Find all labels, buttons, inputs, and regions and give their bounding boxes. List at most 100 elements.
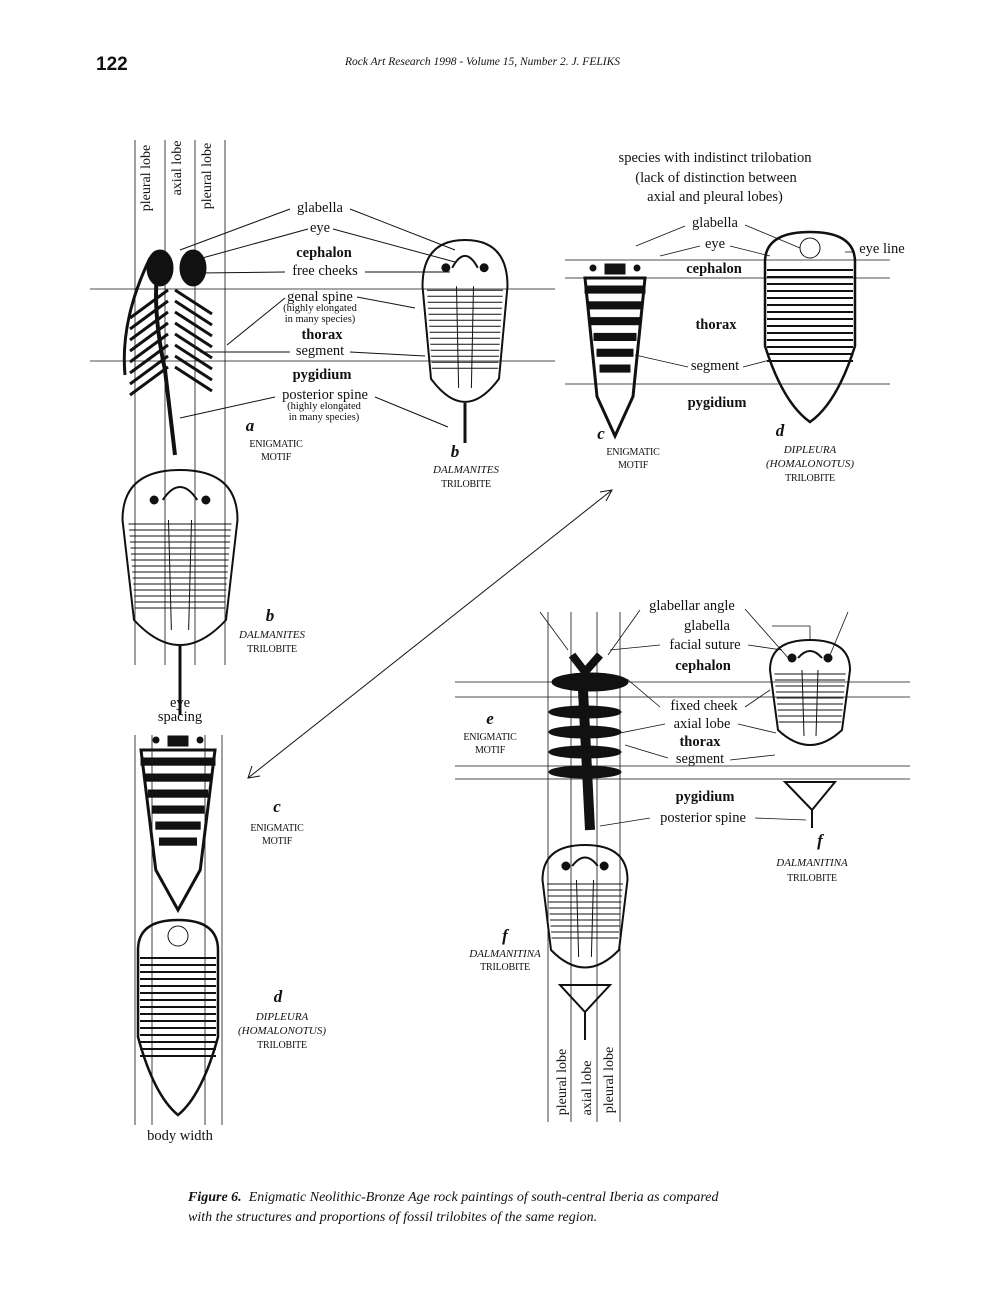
indistinct-line1: species with indistinct trilobation	[618, 150, 812, 166]
label-pygidium-3: pygidium	[675, 789, 735, 805]
motif-c-mid-eye	[196, 736, 204, 744]
trilobite-b-top-eye	[441, 263, 451, 273]
label-c-mid-line2: MOTIF	[261, 836, 293, 847]
motif-a-leg	[174, 310, 213, 338]
label-f-right-line1: DALMANITINA	[776, 857, 848, 869]
label-segment: segment	[295, 343, 345, 359]
label-segment-2: segment	[690, 358, 740, 374]
motif-a-leg	[129, 354, 169, 386]
label-b-mid-line2: TRILOBITE	[247, 644, 297, 655]
trilobite-d-top-glabella	[799, 237, 821, 259]
label-segment-3: segment	[675, 751, 725, 767]
indistinct-line3: axial and pleural lobes)	[647, 189, 783, 205]
trilobite-b-top-eye	[479, 263, 489, 273]
label-facial-suture: facial suture	[669, 637, 741, 653]
trilobite-f-left-axis	[576, 879, 580, 958]
caption-label: Figure 6.	[188, 1190, 242, 1205]
trilobite-d-mid-glabella	[167, 925, 189, 947]
label-d-top-line3: TRILOBITE	[785, 473, 835, 484]
label-letter-d-mid: d	[273, 987, 283, 1006]
motif-c-top	[583, 276, 647, 440]
label-posterior-spine-2: posterior spine	[660, 810, 746, 826]
trilobite-b-mid-eye	[149, 495, 159, 505]
motif-a-leg	[129, 288, 169, 320]
label-d-mid-line2: (HOMALONOTUS)	[238, 1025, 326, 1037]
caption-line2: with the structures and proportions of f…	[188, 1210, 598, 1225]
motif-a-leg	[174, 354, 213, 382]
label-eye-line: eye line	[859, 241, 905, 257]
trilobite-b-top-axis	[456, 286, 460, 389]
lobe-label-bottom-pleural-left: pleural lobe	[555, 1048, 570, 1116]
label-c-top-line2: MOTIF	[617, 460, 649, 471]
motif-a-right-eye	[179, 249, 207, 287]
label-letter-d-top: d	[775, 421, 785, 440]
label-letter-c-mid: c	[273, 797, 281, 816]
motif-a-cheek	[122, 257, 152, 376]
double-arrow	[247, 489, 613, 779]
label-b-top-line2: TRILOBITE	[441, 479, 491, 490]
trilobite-f-right	[768, 638, 852, 746]
label-body-width: body width	[147, 1128, 213, 1144]
trilobite-b-top-glabella	[451, 254, 479, 269]
label-thorax-3: thorax	[679, 734, 721, 750]
label-genal-spine: genal spine	[287, 289, 353, 305]
label-f-right-line2: TRILOBITE	[787, 873, 837, 884]
lobe-label-pleural-left: pleural lobe	[139, 144, 154, 212]
trilobite-f-right-axis	[801, 669, 805, 737]
trilobite-d-top	[763, 230, 857, 424]
motif-c-mid-head	[167, 735, 189, 747]
motif-c-top-band	[596, 348, 634, 357]
label-pygidium-2: pygidium	[687, 395, 747, 411]
label-fixed-cheek: fixed cheek	[670, 698, 738, 714]
label-letter-f-left: f	[502, 926, 508, 945]
trilobite-b-top	[421, 238, 509, 403]
motif-c-top-band	[584, 285, 646, 294]
label-letter-b-mid: b	[265, 606, 275, 625]
motif-c-top-head	[604, 263, 626, 275]
trilobite-b-top-axis	[470, 286, 474, 389]
label-c-mid-line1: ENIGMATIC	[250, 823, 304, 834]
motif-a-leg	[129, 365, 169, 397]
page-number: 122	[96, 54, 128, 75]
motif-e-horns	[568, 652, 603, 679]
trilobite-b-mid-glabella	[161, 486, 199, 501]
label-f-left-line2: TRILOBITE	[480, 962, 530, 973]
label-cephalon: cephalon	[296, 245, 352, 261]
label-a-line1: ENIGMATIC	[249, 439, 303, 450]
motif-c-mid-eye	[152, 736, 160, 744]
label-letter-f-right: f	[817, 831, 823, 850]
label-posterior-spine: posterior spine	[282, 387, 368, 403]
motif-c-top-band	[587, 301, 643, 310]
trilobite-f-right-eye	[823, 653, 833, 663]
trilobite-b-mid-eye	[201, 495, 211, 505]
trilobite-f-left-eye	[561, 861, 571, 871]
motif-e-segment	[548, 725, 622, 739]
indistinct-line2: (lack of distinction between	[635, 170, 797, 186]
label-letter-a: a	[245, 416, 255, 435]
guide-lines-middle-left	[134, 735, 223, 1125]
label-posterior-note-1: (highly elongated	[287, 401, 361, 412]
label-f-left-line1: DALMANITINA	[469, 948, 541, 960]
motif-c-mid-band	[159, 837, 197, 846]
label-pygidium: pygidium	[292, 367, 352, 383]
motif-a-leg	[174, 321, 213, 349]
motif-a-left-eye	[146, 249, 174, 287]
motif-e-segment	[548, 765, 622, 779]
leader-lines-a-b	[179, 208, 456, 428]
motif-a-leg	[174, 343, 213, 371]
label-d-top-line1: DIPLEURA	[783, 444, 837, 456]
lobe-label-bottom-axial: axial lobe	[580, 1060, 595, 1116]
motif-a-leg	[174, 299, 213, 327]
label-d-mid-line1: DIPLEURA	[255, 1011, 309, 1023]
motif-a-leg	[129, 332, 169, 364]
label-glabellar-angle: glabellar angle	[649, 598, 735, 614]
motif-a-leg	[174, 365, 213, 393]
label-c-top-line1: ENIGMATIC	[606, 447, 660, 458]
motif-a-leg	[129, 343, 169, 375]
label-eye-spacing-1: eye	[169, 695, 191, 711]
trilobite-f-right-pygidium	[782, 781, 838, 812]
motif-e-cephalon	[551, 672, 629, 692]
lobe-label-pleural-right: pleural lobe	[200, 142, 215, 210]
label-eye: eye	[309, 220, 331, 236]
